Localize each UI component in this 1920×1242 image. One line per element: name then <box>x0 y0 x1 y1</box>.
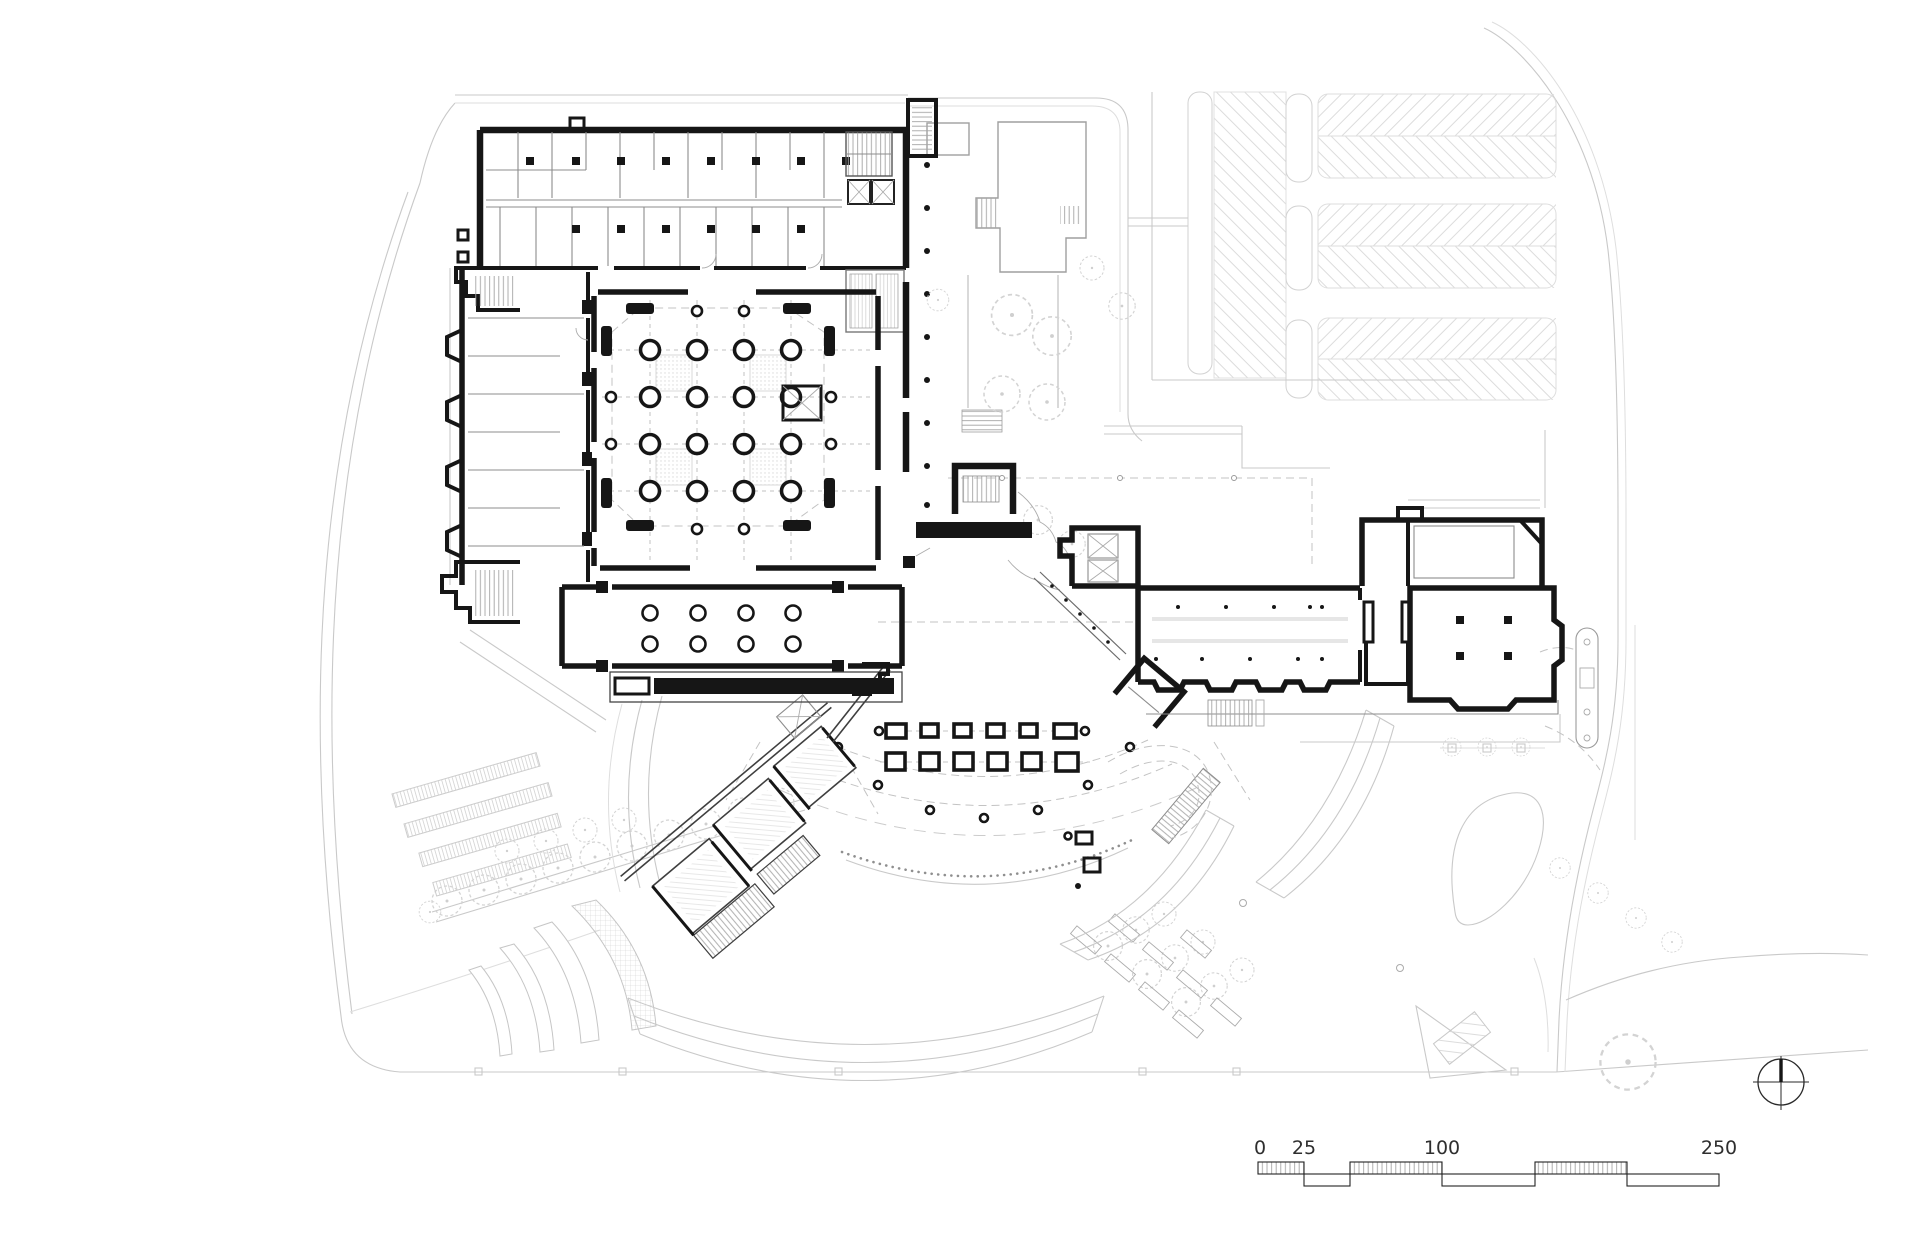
amphitheater-terraces <box>468 695 1395 1082</box>
scale-bar-segment <box>1534 1161 1628 1175</box>
building-west-wing <box>440 266 592 624</box>
building-north-wing <box>456 98 938 333</box>
courtyard <box>903 121 1546 568</box>
kiosk-hatched <box>1432 1011 1492 1065</box>
scale-bar-segment <box>1626 1173 1720 1187</box>
planter-rows-southeast <box>1069 913 1492 1065</box>
scale-bar-segment <box>1441 1173 1536 1187</box>
planter-box <box>884 722 908 740</box>
scale-bar-segment <box>1257 1161 1305 1175</box>
scale-bar: 0 25 100 250 <box>1254 1137 1737 1187</box>
fan-wing <box>620 694 858 960</box>
scale-label-100: 100 <box>1424 1137 1460 1159</box>
plaza-stairs <box>1151 767 1221 845</box>
scale-label-25: 25 <box>1292 1137 1316 1159</box>
scale-bar-segment <box>1303 1173 1351 1187</box>
scale-label-250: 250 <box>1701 1137 1737 1159</box>
planting-beds-southwest <box>391 751 572 897</box>
link-stair-x <box>1087 533 1119 583</box>
building-entry-link <box>902 282 1141 589</box>
plaza-pavilion <box>1112 654 1188 729</box>
north-arrow-icon <box>1753 1056 1809 1110</box>
building-east-wing <box>1135 506 1565 743</box>
scale-label-0: 0 <box>1254 1137 1266 1159</box>
scale-bar-segment <box>1349 1161 1443 1175</box>
parking-lot <box>1128 91 1557 401</box>
elevator-x <box>847 179 895 205</box>
building-central-hall <box>591 289 881 571</box>
hall-stair-x <box>781 384 823 422</box>
building-south-hall <box>559 581 905 703</box>
